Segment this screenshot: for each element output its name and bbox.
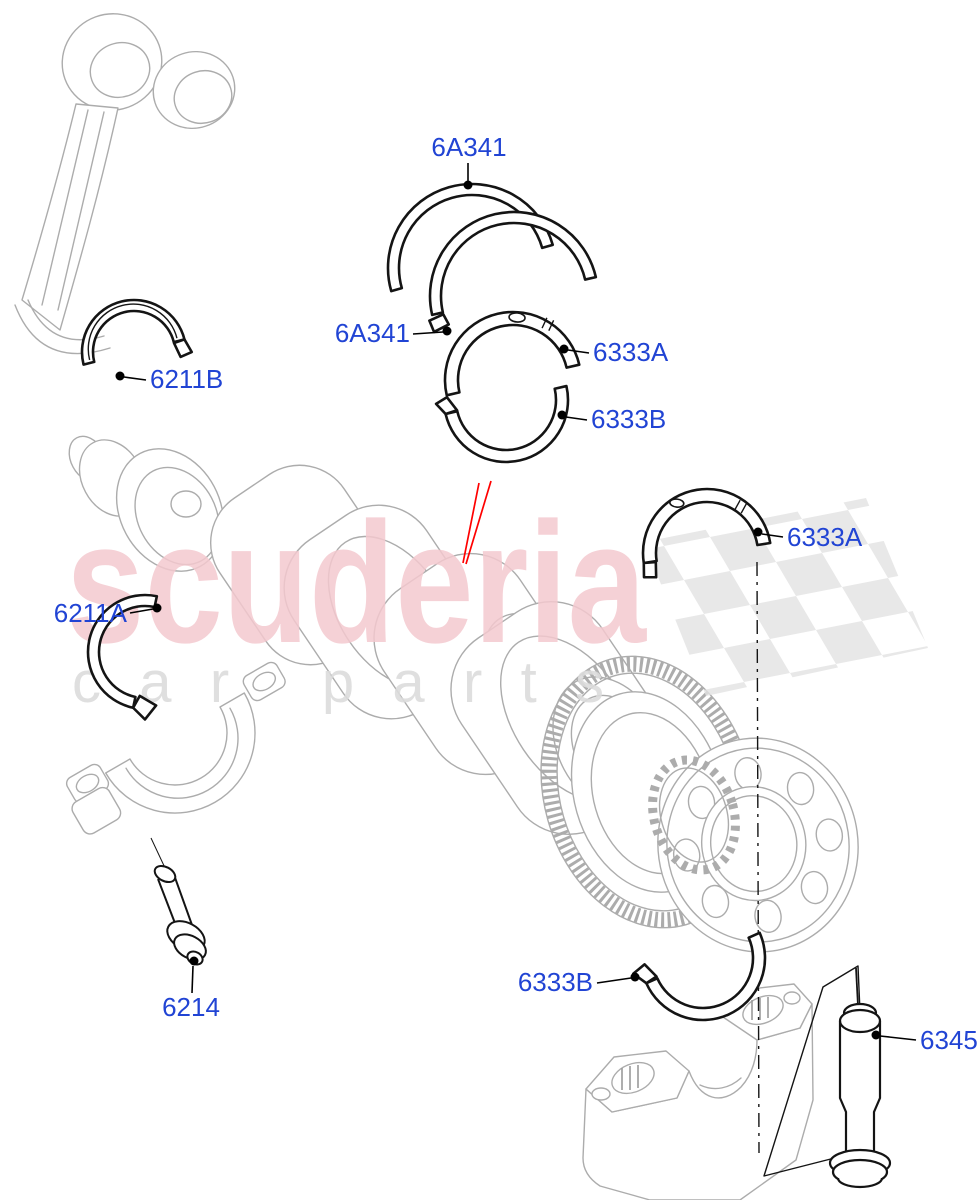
assembly-centerline <box>756 561 760 1154</box>
part-label-6A341-top: 6A341 <box>431 132 506 162</box>
main-bearing-upper-shell-6333A-center <box>443 310 581 397</box>
main-bearing-upper-shell-6333A-right <box>641 487 772 579</box>
main-bearing-cap-bolt-6345 <box>763 965 892 1189</box>
main-bearing-lower-shell-6333B-center <box>434 384 570 464</box>
red-callout-lines <box>462 480 492 565</box>
flange-bolt-hole <box>672 838 701 872</box>
flange-bolt-hole <box>800 870 829 905</box>
flange-bolt-hole <box>754 899 782 933</box>
watermark-brand-text: scuderia <box>66 487 647 679</box>
rod-small-end-bushing <box>152 51 236 129</box>
crank-oil-hole <box>170 490 202 518</box>
rod-cap-bolt-hole <box>252 671 277 692</box>
connecting-rod <box>14 13 163 355</box>
part-label-6333A-center: 6333A <box>593 337 669 367</box>
thrust-washer-6A341-front <box>386 182 555 293</box>
rod-bearing-lower-shell-6211A <box>86 593 159 721</box>
flange-bolt-hole <box>786 771 815 806</box>
crankshaft <box>68 435 859 953</box>
part-label-6214: 6214 <box>162 992 220 1022</box>
part-label-6A341-side: 6A341 <box>335 318 410 348</box>
part-label-6211B: 6211B <box>150 364 223 394</box>
rod-bearing-upper-shell-6211B <box>80 298 194 366</box>
connecting-rod-cap <box>65 661 286 835</box>
shell-oil-hole <box>508 312 526 323</box>
part-label-6333B-center: 6333B <box>591 404 666 434</box>
flange-bolt-hole <box>701 884 730 919</box>
part-label-6345: 6345 <box>920 1025 978 1055</box>
shell-oil-hole <box>669 498 685 508</box>
part-label-6211A: 6211A <box>54 598 128 628</box>
flange-bolt-hole <box>687 785 716 820</box>
connecting-rod-bolt-6214 <box>150 837 207 966</box>
callouts: 6A341 6A341 6333A 6333B 6211B 6211A 6333… <box>54 132 978 1055</box>
part-label-6333B-bottom: 6333B <box>518 967 593 997</box>
part-label-6333A-right: 6333A <box>787 522 863 552</box>
checkered-flag-watermark <box>644 498 928 696</box>
flange-bolt-hole <box>815 818 844 852</box>
rod-cap-bolt-hole <box>75 773 100 794</box>
